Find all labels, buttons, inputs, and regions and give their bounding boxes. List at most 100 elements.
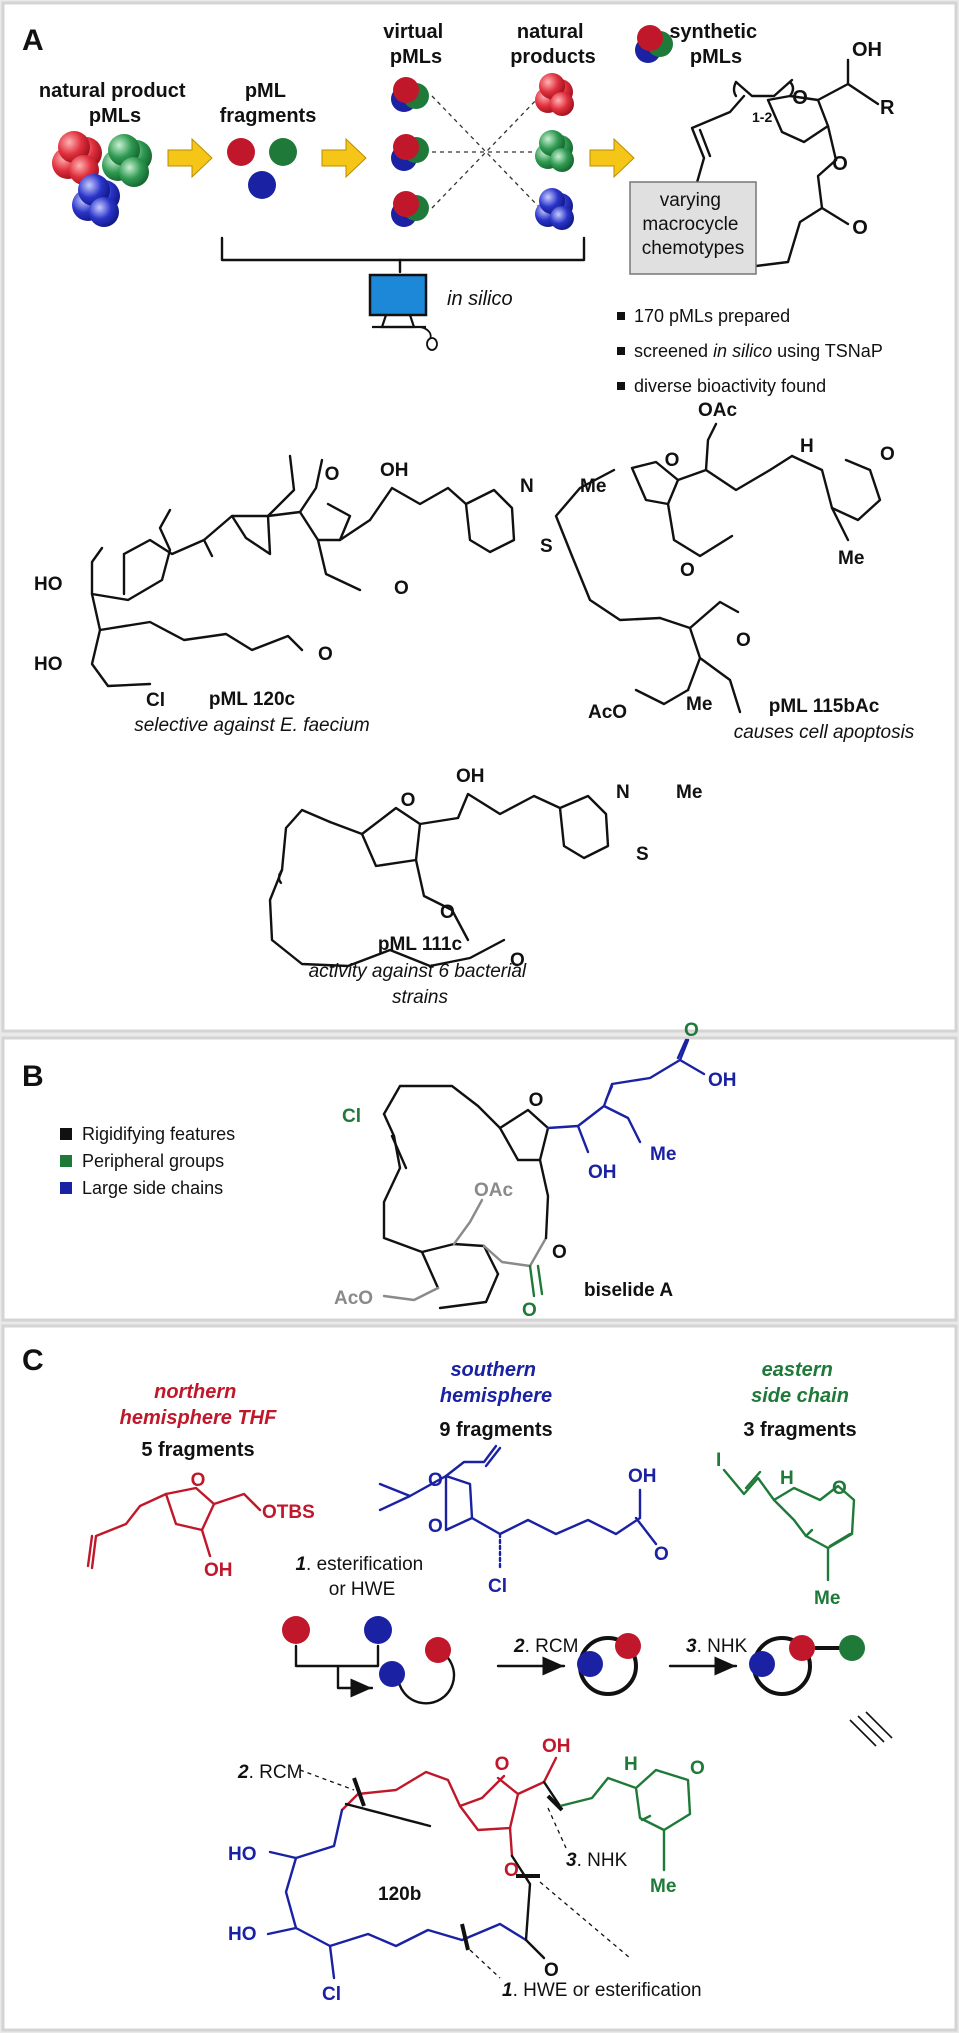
north-label: northern hemisphere THF bbox=[120, 1381, 277, 1429]
c115-oac: OAc bbox=[698, 400, 738, 421]
c120-s: S bbox=[540, 536, 553, 557]
c120-cl: Cl bbox=[146, 690, 165, 711]
similarity-dashes bbox=[431, 95, 541, 209]
biselide-o-acid: O bbox=[684, 1020, 699, 1041]
syn-o-carbonyl: O bbox=[852, 217, 868, 239]
biselide-o-ester: O bbox=[552, 1242, 567, 1263]
cmp-120c-desc: selective against E. faecium bbox=[134, 715, 370, 736]
legend-swatch-green bbox=[60, 1155, 72, 1167]
south-fragment bbox=[378, 1444, 658, 1572]
np-pmls-label: natural product pMLs bbox=[39, 80, 191, 127]
panel-c bbox=[1, 1324, 958, 2032]
c111-n: N bbox=[616, 782, 630, 803]
step2-label: 2. RCM bbox=[513, 1636, 578, 1657]
np-pml-blue-cluster bbox=[72, 174, 120, 227]
south-o-1: O bbox=[428, 1470, 443, 1491]
biselide-o-ring: O bbox=[529, 1090, 544, 1111]
fragment-blue bbox=[248, 171, 276, 199]
step3-label: 3. NHK bbox=[686, 1636, 748, 1657]
synthetic-pmls-label: synthetic pMLs bbox=[669, 21, 762, 68]
biselide-oac: OAc bbox=[474, 1180, 514, 1201]
panel-a bbox=[1, 1, 958, 1033]
synthetic-pml-structure bbox=[690, 58, 880, 270]
varying-macrocycle-box bbox=[629, 181, 757, 275]
cmp-115bac-name: pML 115bAc bbox=[769, 696, 880, 717]
final-nhk-label: 3. NHK bbox=[566, 1850, 628, 1871]
north-otbs: OTBS bbox=[262, 1502, 315, 1523]
south-cl: Cl bbox=[488, 1576, 507, 1597]
step1-combine-bracket bbox=[294, 1644, 378, 1688]
bullet-3 bbox=[617, 382, 625, 390]
virtual-pml-1 bbox=[391, 77, 429, 112]
c115-o-ring: O bbox=[665, 450, 680, 471]
c111-o-carbonyl: O bbox=[510, 950, 525, 971]
legend-swatch-blue bbox=[60, 1182, 72, 1194]
np-pml-red-cluster bbox=[52, 131, 102, 185]
computer-monitor-icon bbox=[368, 273, 438, 351]
final-o-ring: O bbox=[495, 1754, 510, 1775]
east-o: O bbox=[832, 1478, 847, 1499]
legend-side-chains: Large side chains bbox=[82, 1178, 223, 1198]
bullet-text-2: screened in silico using TSNaP bbox=[634, 341, 883, 361]
step2-product bbox=[577, 1633, 641, 1696]
step1-label: 1. esterification or HWE bbox=[295, 1554, 428, 1600]
fragment-red bbox=[227, 138, 255, 166]
north-count: 5 fragments bbox=[141, 1439, 254, 1461]
c111-s: S bbox=[636, 844, 649, 865]
c120-n: N bbox=[520, 476, 534, 497]
step1-blue-fragment bbox=[364, 1616, 392, 1644]
south-label: southern hemisphere bbox=[440, 1359, 552, 1407]
south-count: 9 fragments bbox=[439, 1419, 552, 1441]
fragments-label: pML fragments bbox=[220, 80, 317, 127]
legend-swatch-black bbox=[60, 1128, 72, 1140]
biselide-oh-1: OH bbox=[588, 1162, 617, 1183]
c120-ho-1: HO bbox=[34, 574, 63, 595]
c111-o-ester: O bbox=[440, 902, 455, 923]
panel-c-letter: C bbox=[22, 1344, 44, 1377]
final-compound-name: 120b bbox=[378, 1884, 421, 1905]
biselide-oh-acid: OH bbox=[708, 1070, 737, 1091]
c111-o-ring: O bbox=[401, 790, 416, 811]
natural-products-label: natural products bbox=[510, 21, 596, 68]
c120-ho-2: HO bbox=[34, 654, 63, 675]
virtual-pml-3 bbox=[391, 191, 429, 227]
final-me: Me bbox=[650, 1876, 676, 1897]
c115-o-ester: O bbox=[680, 560, 695, 581]
natural-product-red bbox=[535, 73, 574, 116]
np-pml-green-cluster bbox=[102, 134, 152, 187]
syn-o-ring: O bbox=[792, 87, 808, 109]
biselide-aco: AcO bbox=[334, 1288, 373, 1309]
east-label: eastern side chain bbox=[751, 1359, 849, 1407]
synthetic-pml-icon bbox=[635, 25, 673, 63]
final-rcm-label: 2. RCM bbox=[237, 1762, 302, 1783]
syn-o-ester: O bbox=[832, 153, 848, 175]
syn-ring-range: 1-2 bbox=[752, 109, 772, 125]
final-o-pyran: O bbox=[690, 1758, 705, 1779]
step3-product bbox=[749, 1635, 865, 1696]
final-ho-2: HO bbox=[228, 1924, 257, 1945]
pml-111c-structure bbox=[268, 792, 610, 968]
east-me: Me bbox=[814, 1588, 840, 1609]
c115-me-1: Me bbox=[838, 548, 864, 569]
panel-b bbox=[1, 1036, 958, 1322]
pml-115bac-structure bbox=[554, 422, 882, 714]
north-oh: OH bbox=[204, 1560, 233, 1581]
disconnection-dashes bbox=[299, 1769, 631, 1979]
yellow-arrow-2 bbox=[321, 137, 367, 179]
cmp-111c-name: pML 111c bbox=[378, 934, 463, 955]
panel-a-letter: A bbox=[22, 24, 44, 57]
c120-o-ester: O bbox=[394, 578, 409, 599]
east-count: 3 fragments bbox=[743, 1419, 856, 1441]
in-silico-label: in silico bbox=[447, 288, 513, 310]
final-hwe-label: 1. HWE or esterification bbox=[502, 1980, 702, 2001]
c120-o-carbonyl: O bbox=[318, 644, 333, 665]
fragment-green bbox=[269, 138, 297, 166]
in-silico-bracket bbox=[220, 236, 586, 262]
virtual-pml-2 bbox=[391, 134, 429, 171]
syn-r: R bbox=[880, 97, 895, 119]
biselide-a-structure bbox=[382, 1038, 706, 1310]
step1-product bbox=[379, 1637, 456, 1705]
c120-me: Me bbox=[580, 476, 606, 497]
legend-rigidifying: Rigidifying features bbox=[82, 1124, 235, 1144]
cmp-115bac-desc: causes cell apoptosis bbox=[734, 722, 915, 743]
